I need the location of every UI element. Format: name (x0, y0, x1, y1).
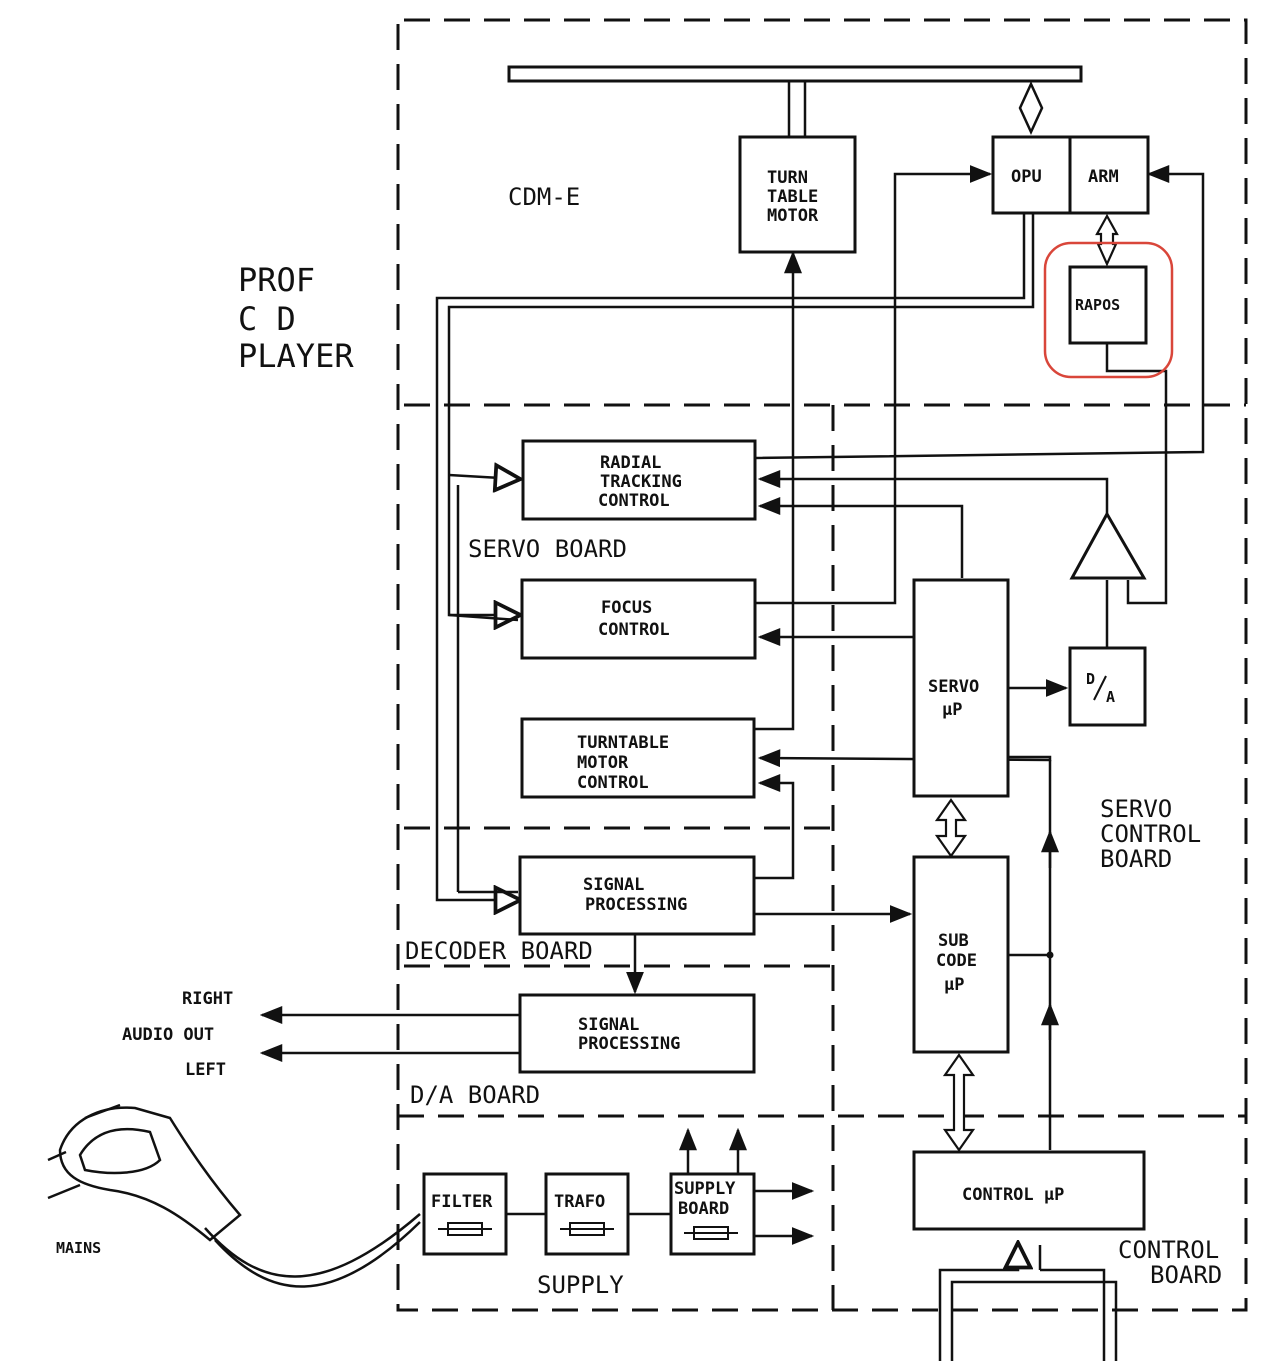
svg-text:MOTOR: MOTOR (577, 753, 629, 773)
title-line-2: C D (238, 300, 296, 338)
svg-text:A: A (1106, 688, 1115, 706)
mains-label: MAINS (56, 1239, 101, 1257)
rapos-highlight (1043, 241, 1174, 379)
servo-control-label-1: SERVO (1100, 795, 1172, 823)
svg-text:PROCESSING: PROCESSING (585, 895, 687, 915)
control-board-label-2: BOARD (1150, 1261, 1222, 1289)
radial-tracking-block: RADIAL TRACKING CONTROL (521, 439, 757, 521)
svg-text:RADIAL: RADIAL (600, 453, 661, 473)
audio-right-label: RIGHT (182, 989, 233, 1009)
svg-text:µP: µP (942, 700, 962, 720)
board-outlines (396, 18, 1248, 1312)
bidirectional-buses (934, 213, 1119, 1152)
trafo-block: TRAFO (544, 1172, 630, 1256)
svg-text:CONTROL µP: CONTROL µP (962, 1185, 1064, 1205)
control-board-label-1: CONTROL (1118, 1236, 1219, 1264)
opu-arm-block: OPU ARM (991, 135, 1150, 215)
subcode-up-block: SUB CODE µP (912, 855, 1010, 1054)
svg-text:SIGNAL: SIGNAL (578, 1015, 639, 1035)
svg-text:TABLE: TABLE (767, 187, 818, 207)
svg-text:CONTROL: CONTROL (577, 773, 649, 793)
decoder-board-label: DECODER BOARD (405, 937, 593, 965)
rapos-block: RAPOS (1043, 241, 1174, 379)
cdm-label: CDM-E (508, 183, 580, 211)
amplifier-icon (1069, 510, 1147, 580)
svg-text:TRACKING: TRACKING (600, 472, 682, 492)
labels: PROF C D PLAYER CDM-E SERVO BOARD DECODE… (56, 183, 1222, 1299)
filter-block: FILTER (422, 1172, 508, 1256)
svg-text:TURN: TURN (767, 168, 808, 188)
arm-label: ARM (1088, 167, 1119, 187)
svg-text:CONTROL: CONTROL (598, 620, 670, 640)
signal-processing-da-block: SIGNAL PROCESSING (518, 993, 756, 1074)
wiring (259, 165, 1205, 1361)
laser-beam-icon (1018, 80, 1044, 136)
svg-text:FOCUS: FOCUS (601, 598, 652, 618)
svg-text:SIGNAL: SIGNAL (583, 875, 644, 895)
focus-control-block: FOCUS CONTROL (520, 578, 757, 660)
svg-text:CODE: CODE (936, 951, 977, 971)
svg-text:SERVO: SERVO (928, 677, 979, 697)
audio-out-label: AUDIO OUT (122, 1025, 214, 1045)
title-line-1: PROF (238, 261, 315, 299)
svg-text:TURNTABLE: TURNTABLE (577, 733, 669, 753)
disc-platter (507, 65, 1083, 137)
svg-text:TRAFO: TRAFO (554, 1192, 605, 1212)
control-up-block: CONTROL µP (912, 1150, 1146, 1231)
svg-text:SUPPLY: SUPPLY (674, 1179, 736, 1199)
turntable-motor-control-block: TURNTABLE MOTOR CONTROL (520, 717, 756, 799)
mains-plug-icon (47, 1103, 421, 1288)
audio-left-label: LEFT (185, 1060, 226, 1080)
title-line-3: PLAYER (238, 337, 354, 375)
svg-text:BOARD: BOARD (678, 1199, 729, 1219)
servo-up-block: SERVO µP (912, 578, 1010, 798)
supply-label: SUPPLY (537, 1271, 624, 1299)
svg-text:SUB: SUB (938, 931, 969, 951)
servo-board-label: SERVO BOARD (468, 535, 627, 563)
servo-control-label-3: BOARD (1100, 845, 1172, 873)
da-board-label: D/A BOARD (410, 1081, 540, 1109)
servo-control-label-2: CONTROL (1100, 820, 1201, 848)
turntable-motor-block: TURN TABLE MOTOR (738, 135, 857, 254)
svg-text:PROCESSING: PROCESSING (578, 1034, 680, 1054)
svg-text:D: D (1086, 670, 1095, 688)
svg-text:FILTER: FILTER (431, 1192, 493, 1212)
supply-board-block: SUPPLY BOARD (669, 1172, 756, 1256)
da-converter-block: D A (1068, 646, 1147, 727)
svg-text:CONTROL: CONTROL (598, 491, 670, 511)
opu-label: OPU (1011, 167, 1042, 187)
signal-processing-decoder-block: SIGNAL PROCESSING (518, 855, 756, 936)
svg-text:µP: µP (944, 975, 964, 995)
svg-text:RAPOS: RAPOS (1075, 296, 1120, 314)
svg-text:MOTOR: MOTOR (767, 206, 819, 226)
